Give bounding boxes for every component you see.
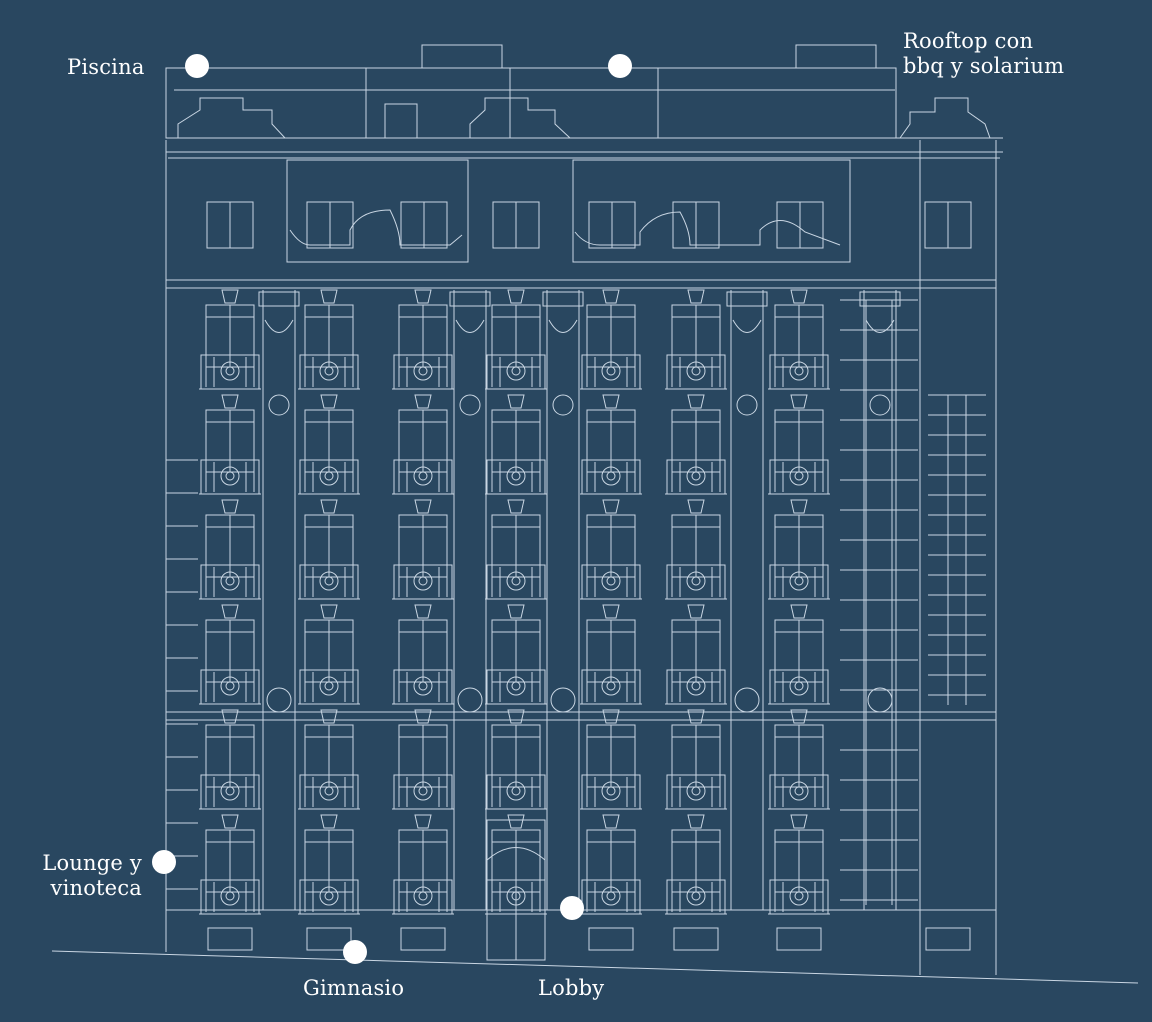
hotspot-lounge[interactable] [152,850,176,874]
label-piscina: Piscina [67,55,145,79]
hotspot-lobby[interactable] [560,896,584,920]
label-lobby: Lobby [538,976,605,1000]
label-gimnasio: Gimnasio [303,976,405,1000]
hotspot-piscina[interactable] [185,54,209,78]
label-lounge: Lounge y vinoteca [42,851,142,900]
hotspot-gimnasio[interactable] [343,940,367,964]
hotspot-rooftop[interactable] [608,54,632,78]
label-rooftop: Rooftop con bbq y solarium [903,29,1065,78]
